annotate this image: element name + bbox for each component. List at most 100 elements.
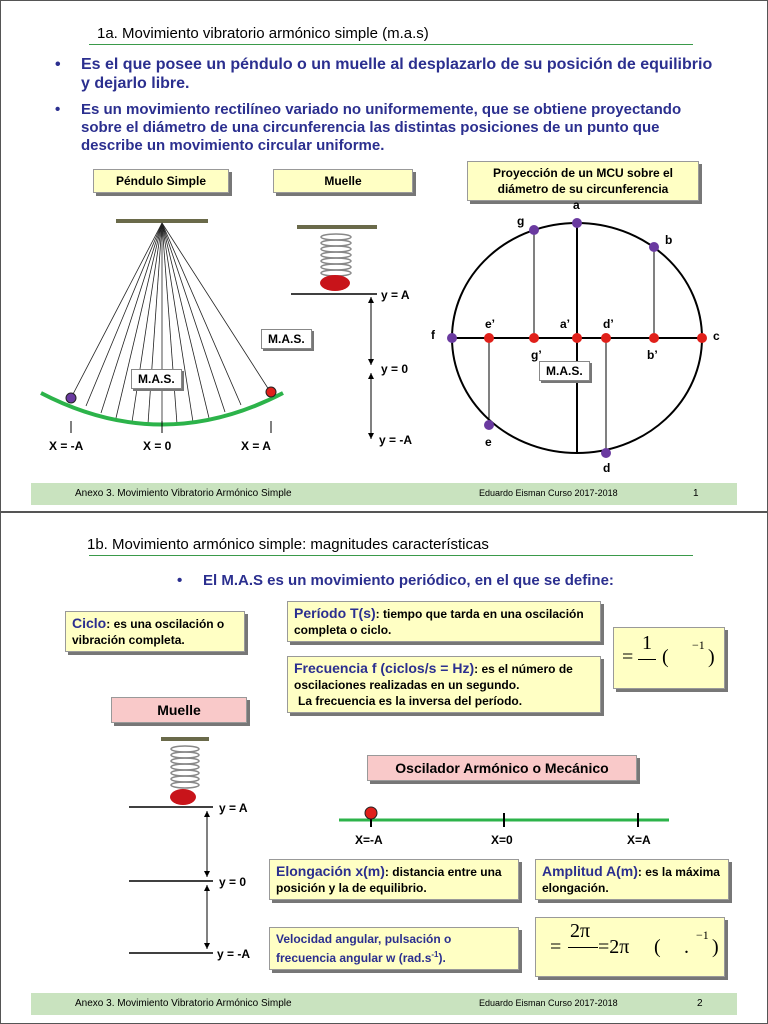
circle-label-e: e xyxy=(485,435,492,449)
point-e xyxy=(484,420,494,430)
spring-mass xyxy=(170,789,196,805)
proj-point-g xyxy=(529,333,539,343)
ciclo-text: : es una oscilación o vibración completa… xyxy=(72,617,225,647)
title-rule xyxy=(89,555,693,556)
slide-1: 1a. Movimiento vibratorio armónico simpl… xyxy=(0,0,768,512)
proj-point-a xyxy=(572,333,582,343)
spring-y-label: y = A xyxy=(381,288,410,302)
circle-label-a: a xyxy=(573,198,580,212)
formula-eq: = xyxy=(622,646,634,668)
formula-paren: ( xyxy=(654,936,661,958)
mas-label-spring: M.A.S. xyxy=(261,329,312,349)
pendulum-x-label: X = -A xyxy=(49,439,84,453)
axis-label: X=-A xyxy=(355,833,383,847)
bullet-2-text: Es un movimiento rectilíneo variado no u… xyxy=(81,101,682,154)
footer-left: Anexo 3. Movimiento Vibratorio Armónico … xyxy=(75,998,292,1009)
pendulum-bob-right xyxy=(265,386,277,398)
proj-label-e: e’ xyxy=(485,317,496,331)
page-number: 2 xyxy=(697,998,703,1009)
pendulum-x-label: X = 0 xyxy=(143,439,172,453)
spring-y-label: y = 0 xyxy=(381,362,409,376)
bullet-1-text: Es el que posee un péndulo o un muelle a… xyxy=(81,56,713,92)
velocidad-text: Velocidad angular, pulsación o frecuenci… xyxy=(276,932,452,965)
periodo-box: Período T(s): tiempo que tarda en una os… xyxy=(287,601,601,642)
frecuencia-text-2: La frecuencia es la inversa del período. xyxy=(298,694,523,708)
slide-2: 1b. Movimiento armónico simple: magnitud… xyxy=(0,512,768,1024)
formula-dot: . xyxy=(684,936,689,958)
fraction-bar xyxy=(638,659,656,660)
point-d xyxy=(601,448,611,458)
point-f xyxy=(447,333,457,343)
pendulum-bob-left xyxy=(65,392,77,404)
page-number: 1 xyxy=(693,488,699,499)
mcu-diagram xyxy=(447,218,707,458)
amplitud-term: Amplitud A(m) xyxy=(542,863,638,879)
formula-paren: ) xyxy=(712,936,719,958)
ciclo-term: Ciclo xyxy=(72,615,107,631)
spring-y-label: y = A xyxy=(219,801,248,815)
velocidad-exponent: -1 xyxy=(431,950,439,959)
spring-support xyxy=(297,225,377,229)
formula-eq2: =2π xyxy=(598,936,630,958)
ciclo-box: Ciclo: es una oscilación o vibración com… xyxy=(65,611,245,652)
point-c xyxy=(697,333,707,343)
oscilador-label: Oscilador Armónico o Mecánico xyxy=(367,755,637,781)
slide2-drawings xyxy=(129,737,669,954)
spring-support xyxy=(161,737,209,741)
bullet: • El M.A.S es un movimiento periódico, e… xyxy=(177,571,663,590)
formula-exponent: −1 xyxy=(692,638,705,652)
point-a xyxy=(572,218,582,228)
muelle-label: Muelle xyxy=(111,697,247,723)
formula-numerator: 2π xyxy=(570,920,591,942)
footer-left: Anexo 3. Movimiento Vibratorio Armónico … xyxy=(75,488,292,499)
spring-y-label: y = -A xyxy=(379,433,413,447)
slide-title: 1a. Movimiento vibratorio armónico simpl… xyxy=(97,25,429,42)
spring-coils xyxy=(170,745,200,789)
formula-numerator: 1 xyxy=(642,632,652,654)
pendulum-x-label: X = A xyxy=(241,439,271,453)
circle-label-d: d xyxy=(603,461,611,475)
formula-paren: ) xyxy=(708,646,715,668)
spring-label: Muelle xyxy=(273,169,413,193)
axis-label: X=A xyxy=(627,833,651,847)
oscillator-mass xyxy=(364,806,378,820)
formula-exponent: −1 xyxy=(696,928,709,942)
circle-label-f: f xyxy=(431,328,435,342)
elongacion-term: Elongación x(m) xyxy=(276,863,385,879)
proj-label-a: a’ xyxy=(560,317,571,331)
velocidad-box: Velocidad angular, pulsación o frecuenci… xyxy=(269,927,519,970)
title-rule xyxy=(89,44,693,45)
axis-label: X=0 xyxy=(491,833,513,847)
formula-paren: ( xyxy=(662,646,669,668)
elongacion-box: Elongación x(m): distancia entre una pos… xyxy=(269,859,519,900)
circle-label-g: g xyxy=(517,214,525,228)
frecuencia-term: Frecuencia f (ciclos/s = Hz) xyxy=(294,660,475,676)
frecuencia-text: : es el número de oscilaciones realizada… xyxy=(294,662,573,692)
fraction-bar xyxy=(568,947,598,948)
periodo-term: Período T(s) xyxy=(294,605,376,621)
formula-angular: = 2π =2π ( . −1 ) xyxy=(535,917,725,977)
footer-author: Eduardo Eisman Curso 2017-2018 xyxy=(479,998,618,1008)
slide-title: 1b. Movimiento armónico simple: magnitud… xyxy=(87,536,489,553)
point-g xyxy=(529,225,539,235)
bullet-1: • Es el que posee un péndulo o un muelle… xyxy=(55,55,721,93)
mas-label-circle: M.A.S. xyxy=(539,361,590,381)
frecuencia-box: Frecuencia f (ciclos/s = Hz): es el núme… xyxy=(287,656,601,713)
point-b xyxy=(649,242,659,252)
velocidad-end: ). xyxy=(438,951,446,965)
spring-coils xyxy=(320,233,352,277)
bullet-dot: • xyxy=(55,56,61,73)
spring-y-label: y = 0 xyxy=(219,875,247,889)
projection-label: Proyección de un MCU sobre el diámetro d… xyxy=(467,161,699,201)
slide1-drawings xyxy=(40,218,707,458)
footer: Anexo 3. Movimiento Vibratorio Armónico … xyxy=(31,483,737,505)
pendulum-support xyxy=(116,219,208,223)
proj-point-b xyxy=(649,333,659,343)
spring-diagram xyxy=(291,225,377,439)
spring-y-label: y = -A xyxy=(217,947,251,961)
formula-frequency: = 1 ( −1 ) xyxy=(613,627,725,689)
bullet-text: El M.A.S es un movimiento periódico, en … xyxy=(203,572,614,589)
proj-label-g: g’ xyxy=(531,348,542,362)
spring-mass xyxy=(320,275,350,291)
pendulum-diagram xyxy=(40,219,284,433)
